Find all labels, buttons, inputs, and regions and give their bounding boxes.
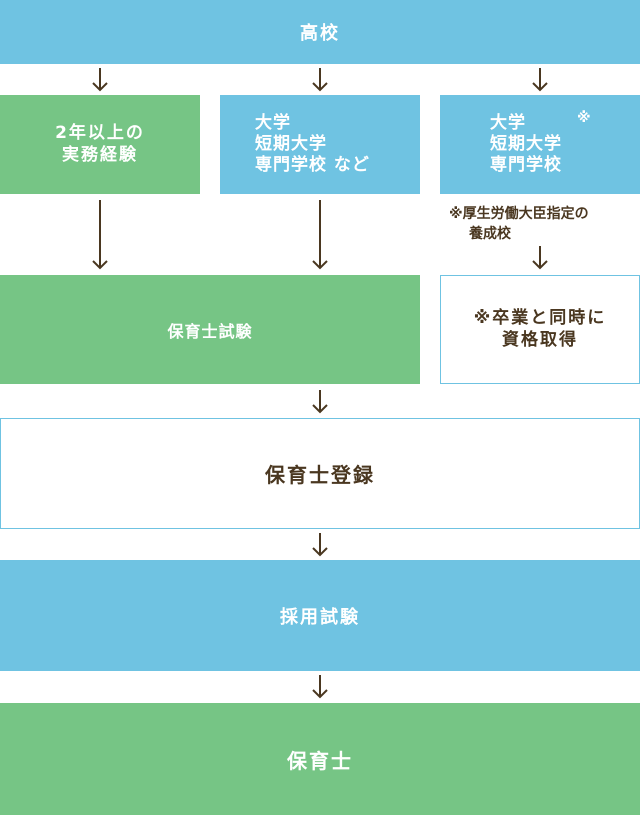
graduation-qualification-box: ※卒業と同時に 資格取得 [440, 275, 640, 384]
university-line-3: 専門学校 など [255, 155, 370, 176]
designated-school-note: ※厚生労働大臣指定の 養成校 [449, 204, 589, 245]
arrow-down-icon [312, 68, 328, 92]
arrow-down-icon [312, 675, 328, 699]
designated-note-line-1: ※厚生労働大臣指定の [449, 206, 589, 222]
arrow-down-icon [312, 390, 328, 414]
arrow-down-icon [92, 200, 108, 270]
childcare-exam-label: 保育士試験 [167, 321, 253, 341]
high-school-box: 高校 [0, 0, 640, 64]
arrow-down-icon [312, 200, 328, 270]
designated-line-1: 大学 [490, 112, 526, 133]
registration-label: 保育士登録 [265, 463, 375, 487]
arrow-down-icon [92, 68, 108, 92]
designated-line-3: 専門学校 [490, 155, 562, 176]
registration-box: 保育士登録 [0, 418, 640, 529]
childcare-worker-box: 保育士 [0, 703, 640, 815]
employment-exam-label: 採用試験 [280, 606, 360, 628]
designated-route-box: 大学 短期大学 専門学校 ※ [440, 95, 640, 194]
work-experience-line-1: 2年以上の [55, 123, 145, 144]
designated-mark: ※ [577, 110, 592, 126]
work-experience-box: 2年以上の 実務経験 [0, 95, 200, 194]
university-route-box: 大学 短期大学 専門学校 など [220, 95, 420, 194]
arrow-down-icon [312, 533, 328, 557]
arrow-down-icon [532, 68, 548, 92]
university-line-2: 短期大学 [255, 133, 327, 154]
high-school-label: 高校 [300, 23, 340, 44]
childcare-worker-label: 保育士 [287, 748, 353, 773]
graduation-line-2: 資格取得 [502, 329, 578, 350]
work-experience-line-2: 実務経験 [62, 144, 138, 165]
graduation-line-1: ※卒業と同時に [473, 308, 607, 329]
university-line-1: 大学 [255, 112, 291, 133]
employment-exam-box: 採用試験 [0, 560, 640, 671]
designated-note-line-2: 養成校 [469, 226, 511, 243]
childcare-exam-box: 保育士試験 [0, 275, 420, 384]
designated-line-2: 短期大学 [490, 133, 562, 154]
arrow-down-icon [532, 246, 548, 270]
